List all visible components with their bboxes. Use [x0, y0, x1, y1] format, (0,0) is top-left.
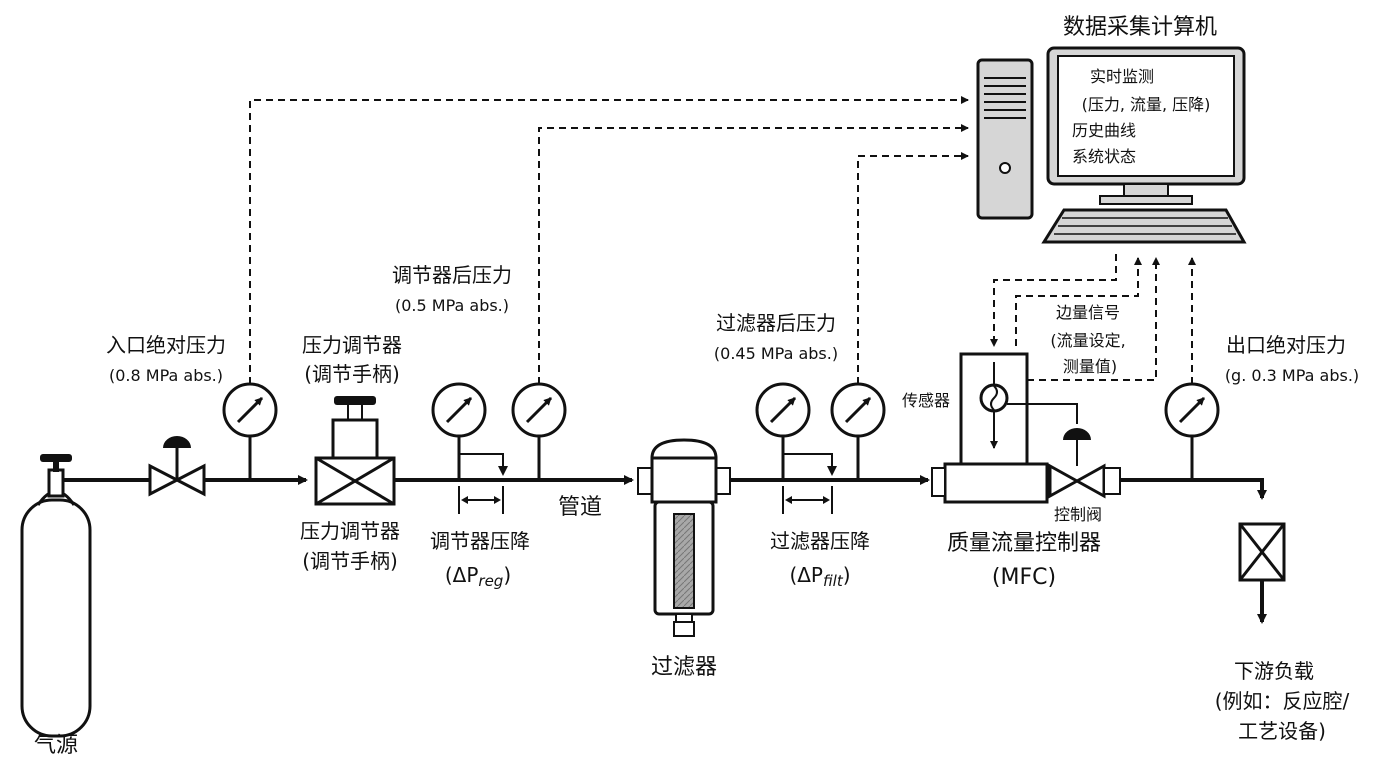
outlet-pressure-value: (g. 0.3 MPa abs.)	[1225, 366, 1359, 385]
screen-line3: 历史曲线	[1072, 121, 1136, 140]
post-regulator-pressure-value: (0.5 MPa abs.)	[395, 296, 509, 315]
filter-drop-title: 过滤器压降	[770, 529, 870, 553]
regulator-top-subtitle: (调节手柄)	[304, 362, 400, 386]
control-valve-label: 控制阀	[1054, 505, 1102, 524]
post-filter-pressure-title: 过滤器后压力	[716, 311, 836, 335]
inlet-pressure-gauge-icon	[222, 382, 278, 480]
signal-line1: (流量设定,	[1050, 331, 1125, 350]
gas-source-label: 气源	[34, 733, 78, 758]
inlet-pressure-title: 入口绝对压力	[106, 333, 226, 357]
outlet-pressure-title: 出口绝对压力	[1226, 333, 1346, 357]
pressure-regulator-icon	[314, 396, 396, 506]
sensor-label: 传感器	[902, 391, 950, 410]
load-line1: (例如：反应腔/	[1215, 689, 1350, 713]
regulator-bottom-title: 压力调节器	[300, 519, 400, 543]
screen-line2: (压力, 流量, 压降)	[1082, 95, 1211, 114]
filter-icon	[637, 438, 731, 637]
regulator-drop-title: 调节器压降	[430, 529, 530, 553]
inlet-valve-icon	[148, 436, 206, 497]
signal-title: 边量信号	[1056, 303, 1120, 322]
load-line2: 工艺设备)	[1238, 719, 1326, 743]
regulator-top-title: 压力调节器	[302, 333, 402, 357]
mfc-signal-lines	[990, 254, 1160, 381]
gauge-signal-lines	[249, 96, 969, 384]
signal-line2: 测量值)	[1063, 357, 1117, 376]
gas-cylinder-icon	[20, 454, 92, 738]
filter-gauge-a-icon	[755, 382, 811, 480]
mass-flow-controller-icon	[931, 352, 1121, 504]
post-filter-gauge-icon	[830, 382, 886, 480]
screen-line1: 实时监测	[1090, 67, 1154, 86]
screen-line4: 系统状态	[1072, 147, 1136, 166]
mfc-title: 质量流量控制器	[947, 531, 1101, 556]
filter-label: 过滤器	[651, 655, 717, 680]
post-filter-pressure-value: (0.45 MPa abs.)	[714, 344, 838, 363]
filter-drop-formula: (ΔPfilt)	[789, 563, 850, 590]
filter-drop-bracket	[782, 453, 837, 514]
load-title: 下游负载	[1234, 659, 1314, 683]
pipe-label: 管道	[558, 495, 602, 520]
regulator-gauge-a-icon	[431, 382, 487, 480]
post-regulator-pressure-title: 调节器后压力	[392, 263, 512, 287]
regulator-drop-formula: (ΔPreg)	[445, 563, 511, 590]
inlet-pressure-value: (0.8 MPa abs.)	[109, 366, 223, 385]
mfc-abbr: (MFC)	[992, 565, 1056, 590]
computer-title: 数据采集计算机	[1063, 15, 1217, 40]
outlet-pressure-gauge-icon	[1164, 257, 1220, 480]
regulator-drop-bracket	[458, 453, 508, 514]
downstream-load-icon	[1238, 522, 1286, 624]
regulator-bottom-subtitle: (调节手柄)	[302, 549, 398, 573]
post-regulator-gauge-icon	[511, 382, 567, 480]
desktop-computer-icon	[976, 46, 1247, 244]
